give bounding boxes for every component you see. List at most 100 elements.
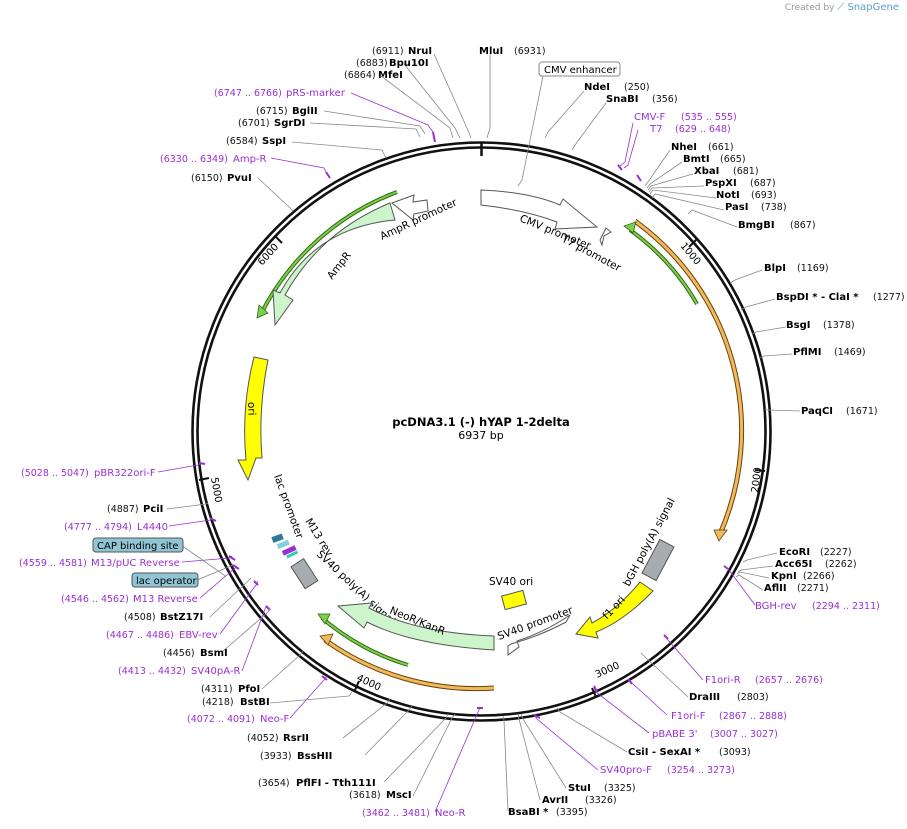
svg-text:lac operator: lac operator	[136, 576, 197, 587]
primer-pbabe-3[interactable]: pBABE 3'(3007 .. 3027)	[652, 729, 778, 740]
primer-m13-puc-reverse[interactable]: (4559 .. 4581)M13/pUC Reverse	[19, 558, 180, 569]
svg-text:BGH-rev: BGH-rev	[755, 601, 797, 612]
svg-text:(3654): (3654)	[258, 778, 290, 789]
site-bsshii[interactable]: (3933)BssHII	[260, 751, 332, 762]
site-pflfi-tth111i[interactable]: (3654)PflFI - Tth111I	[258, 778, 376, 789]
svg-text:pRS-marker: pRS-marker	[286, 88, 346, 99]
primer-bgh-rev[interactable]: BGH-rev(2294 .. 2311)	[755, 601, 880, 612]
primer-cmv-f[interactable]: CMV-F(535 .. 555)	[634, 112, 737, 123]
site-bmgbi[interactable]: BmgBI(867)	[738, 220, 816, 231]
bgh-polya-box	[641, 538, 675, 582]
site-nhei[interactable]: NheI(661)	[671, 142, 734, 153]
svg-text:(2227): (2227)	[820, 547, 852, 558]
site-paqci[interactable]: PaqCI(1671)	[801, 406, 878, 417]
svg-text:(6864): (6864)	[344, 70, 376, 81]
svg-text:T7: T7	[649, 124, 662, 135]
site-bmti[interactable]: BmtI(665)	[683, 154, 746, 165]
site-bstbi[interactable]: (4218)BstBI	[202, 697, 270, 708]
site-bsmi[interactable]: (4456)BsmI	[163, 648, 228, 659]
primer-sv40pro-f[interactable]: SV40pro-F(3254 .. 3273)	[600, 765, 735, 776]
primer-prs-marker[interactable]: (6747 .. 6766)pRS-marker	[214, 88, 346, 99]
site-ecori[interactable]: EcoRI(2227)	[779, 547, 852, 558]
site-blpi[interactable]: BlpI (1169)	[764, 263, 829, 274]
feature-cap-binding-site[interactable]: CAP binding site	[92, 537, 184, 553]
site-noti[interactable]: NotI(693)	[716, 190, 777, 201]
svg-text:(687): (687)	[750, 178, 776, 189]
site-bstz17i[interactable]: (4508)BstZ17I	[124, 612, 203, 623]
site-pasi[interactable]: PasI(738)	[725, 202, 787, 213]
site-sgrdi[interactable]: (6701)SgrDI	[238, 118, 305, 129]
site-kpni[interactable]: KpnI(2266)	[771, 571, 835, 582]
site-ndei[interactable]: NdeI(250)	[584, 82, 650, 93]
site-aflii[interactable]: AflII(2271)	[764, 583, 829, 594]
site-pspxi[interactable]: PspXI(687)	[705, 178, 776, 189]
svg-text:BsmI: BsmI	[200, 648, 228, 659]
svg-text:Neo-F: Neo-F	[260, 714, 290, 725]
svg-text:(1169): (1169)	[797, 263, 829, 274]
ampr-promoter-arrow	[390, 194, 429, 221]
site-rsrii[interactable]: (4052) RsrII	[247, 733, 309, 744]
primer-sv40pa-r[interactable]: (4413 .. 4432)SV40pA-R	[118, 666, 240, 677]
lac-promoter-mark	[286, 550, 299, 559]
site-pflmi[interactable]: PflMI(1469)	[793, 347, 866, 358]
svg-text:MfeI: MfeI	[378, 70, 403, 81]
svg-text:(4052): (4052)	[247, 733, 279, 744]
tick-label: 2000	[750, 467, 764, 494]
site-mlui[interactable]: MluI(6931)	[479, 46, 546, 57]
primer-f1ori-r[interactable]: F1ori-R(2657 .. 2676)	[705, 675, 823, 686]
svg-text:(1671): (1671)	[846, 406, 878, 417]
svg-text:(629 .. 648): (629 .. 648)	[675, 124, 731, 135]
primer-t7[interactable]: T7 (629 .. 648)	[649, 124, 731, 135]
svg-text:PasI: PasI	[725, 202, 748, 213]
site-bspdi-clai[interactable]: BspDI * - ClaI *(1277)	[776, 292, 905, 303]
site-avrii[interactable]: AvrII(3326)	[542, 795, 617, 806]
feature-lac-operator[interactable]: lac operator	[131, 572, 199, 588]
green-track-bottom	[321, 617, 409, 666]
site-bsgi[interactable]: BsgI(1378)	[786, 320, 855, 331]
site-mfei[interactable]: (6864)MfeI	[344, 70, 403, 81]
primer-l4440[interactable]: (4777 .. 4794)L4440	[64, 522, 168, 533]
site-bglii[interactable]: (6715)BglII	[256, 106, 318, 117]
site-bsabi[interactable]: BsaBI *(3395)	[508, 807, 588, 818]
site-pvui[interactable]: (6150)PvuI	[191, 173, 252, 184]
svg-text:BstBI: BstBI	[240, 697, 270, 708]
site-stui[interactable]: StuI(3325)	[568, 783, 636, 794]
feature-label-sv40-ori: SV40 ori	[489, 576, 533, 588]
site-nrui[interactable]: (6911)NruI	[372, 46, 432, 57]
tick-4000: 4000	[354, 673, 382, 693]
primer-ebv-rev[interactable]: (4467 .. 4486)EBV-rev	[106, 630, 218, 641]
site-csii-sexai[interactable]: CsiI - SexAI *(3093)	[628, 747, 751, 758]
primer-neo-r[interactable]: (3462 .. 3481)Neo-R	[362, 808, 466, 819]
site-pcii[interactable]: (4887)PciI	[107, 504, 163, 515]
svg-text:BlpI: BlpI	[764, 263, 786, 274]
feature-cmv-enhancer[interactable]: CMV enhancer	[538, 61, 621, 77]
svg-text:AflII: AflII	[764, 583, 787, 594]
primer-f1ori-f[interactable]: F1ori-F(2867 .. 2888)	[671, 711, 787, 722]
svg-text:RsrII: RsrII	[283, 733, 309, 744]
site-bpu10i[interactable]: (6883)Bpu10I	[356, 58, 429, 69]
svg-text:BstZ17I: BstZ17I	[160, 612, 203, 623]
svg-text:BspDI * - ClaI *: BspDI * - ClaI *	[776, 292, 859, 303]
site-sspi[interactable]: (6584)SspI	[226, 136, 286, 147]
svg-text:StuI: StuI	[568, 783, 591, 794]
svg-text:(250): (250)	[624, 82, 650, 93]
svg-text:Bpu10I: Bpu10I	[389, 58, 429, 69]
site-msci[interactable]: (3618)MscI	[349, 790, 412, 801]
site-draiii[interactable]: DraIII(2803)	[689, 692, 769, 703]
primer-amp-r[interactable]: (6330 .. 6349)Amp-R	[160, 154, 267, 165]
site-snabi[interactable]: SnaBI(356)	[606, 94, 678, 105]
primer-neo-f[interactable]: (4072 .. 4091)Neo-F	[187, 714, 290, 725]
site-acc65i[interactable]: Acc65I(2262)	[775, 559, 857, 570]
site-xbai[interactable]: XbaI(681)	[694, 166, 759, 177]
svg-text:CAP binding site: CAP binding site	[97, 541, 179, 552]
primer-m13-reverse[interactable]: (4546 .. 4562)M13 Reverse	[61, 594, 198, 605]
svg-text:(4413 .. 4432): (4413 .. 4432)	[118, 666, 186, 677]
svg-text:(3326): (3326)	[585, 795, 617, 806]
restriction-sites: (6911)NruI MluI(6931) (6883)Bpu10I (6864…	[107, 46, 905, 818]
primer-pbr322ori-f[interactable]: (5028 .. 5047)pBR322ori-F	[21, 468, 156, 479]
svg-text:(1378): (1378)	[823, 320, 855, 331]
site-pfoi[interactable]: (4311)PfoI	[201, 684, 260, 695]
svg-text:SnaBI: SnaBI	[606, 94, 638, 105]
orf-track-bottom	[324, 638, 495, 691]
